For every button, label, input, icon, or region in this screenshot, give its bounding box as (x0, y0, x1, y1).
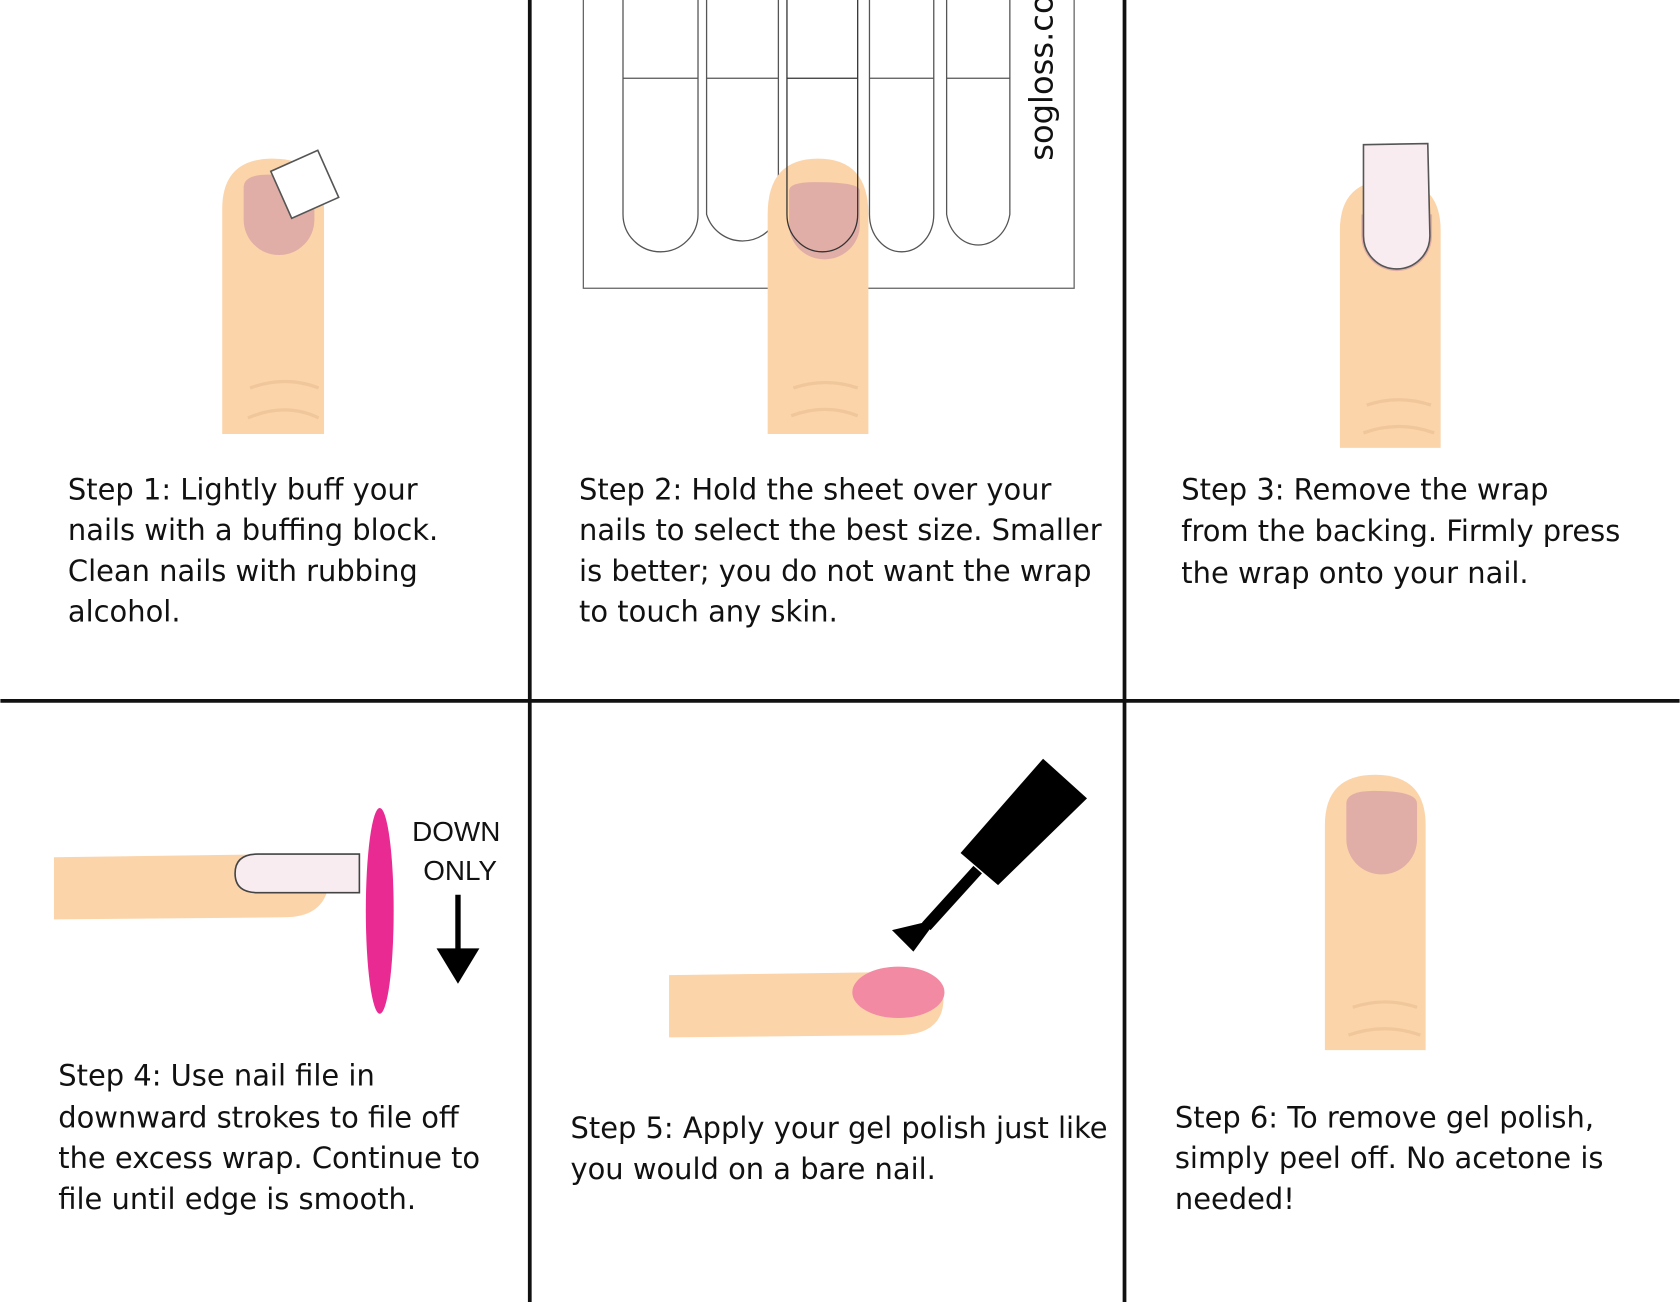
polish-brush-icon (891, 758, 1088, 952)
step-2-caption: Step 2: Hold the sheet over your nails t… (579, 472, 1111, 628)
step-4-illustration: DOWN ONLY (53, 807, 508, 1014)
step-6-caption: Step 6: To remove gel polish, simply pee… (1175, 1100, 1613, 1215)
step-2-illustration: sogloss.com (582, 0, 1075, 434)
polished-nail (852, 966, 945, 1019)
brand-logo: sogloss.com (1023, 0, 1061, 161)
step-1-caption: Step 1: Lightly buff your nails with a b… (68, 472, 448, 628)
bare-nail (1346, 790, 1418, 875)
nail-wrap (234, 853, 361, 894)
step-4-caption: Step 4: Use nail file in downward stroke… (58, 1059, 489, 1216)
step-3-caption: Step 3: Remove the wrap from the backing… (1181, 472, 1629, 590)
step-5-caption: Step 5: Apply your gel polish just like … (570, 1111, 1116, 1186)
step-6-illustration (1324, 774, 1426, 1051)
nail-wrap (1362, 142, 1431, 270)
down-only-label: DOWN ONLY (412, 816, 508, 886)
step-3-illustration (1339, 142, 1441, 448)
nail-file (365, 807, 394, 1014)
step-5-illustration (669, 758, 1088, 1038)
step-1-illustration (222, 149, 340, 434)
buffing-block (269, 149, 340, 220)
nail (789, 182, 860, 260)
arrow-down-icon (436, 894, 480, 984)
